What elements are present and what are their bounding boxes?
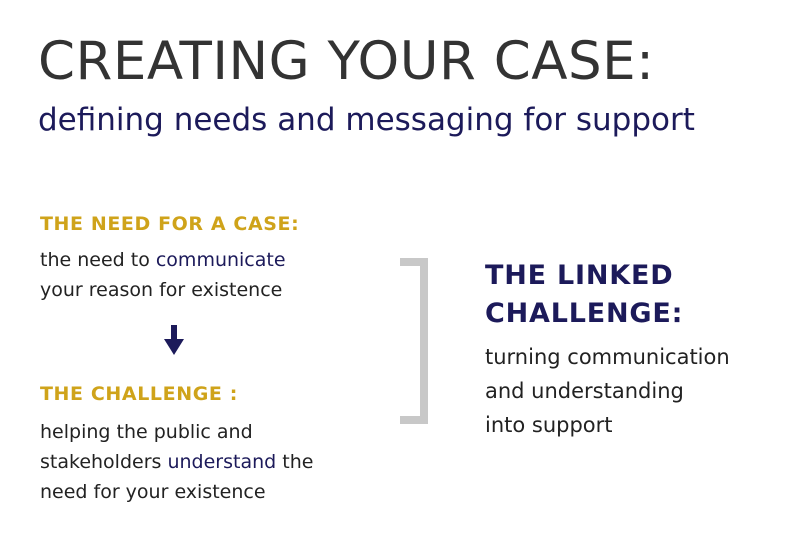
challenge-line-1: helping the public and bbox=[40, 421, 253, 443]
linked-heading-line-2: CHALLENGE: bbox=[485, 298, 684, 329]
need-line-1: the need to communicate bbox=[40, 245, 286, 275]
linked-heading-line-1: THE LINKED bbox=[485, 260, 674, 291]
linked-description: turning communication and understanding … bbox=[485, 340, 730, 442]
linked-heading: THE LINKED CHALLENGE: bbox=[485, 257, 683, 333]
linked-line-1: turning communication bbox=[485, 345, 730, 369]
page-subtitle: defining needs and messaging for support bbox=[38, 102, 695, 138]
need-line-2: your reason for existence bbox=[40, 279, 283, 301]
challenge-line-3: need for your existence bbox=[40, 481, 266, 503]
challenge-heading: THE CHALLENGE : bbox=[40, 383, 238, 405]
linked-line-3: into support bbox=[485, 413, 613, 437]
challenge-description: helping the public and stakeholders unde… bbox=[40, 417, 313, 507]
challenge-line-2-pre: stakeholders bbox=[40, 451, 168, 473]
need-line-1-text: the need to bbox=[40, 249, 156, 271]
challenge-highlight-understand: understand bbox=[167, 451, 277, 473]
need-heading: THE NEED FOR A CASE: bbox=[40, 213, 300, 235]
down-arrow-icon bbox=[164, 325, 184, 355]
challenge-line-2-post: the bbox=[276, 451, 314, 473]
need-description: the need to communicate your reason for … bbox=[40, 245, 286, 305]
need-highlight-communicate: communicate bbox=[155, 249, 286, 271]
challenge-line-2: stakeholders understand the bbox=[40, 447, 313, 477]
linked-line-2: and understanding bbox=[485, 379, 684, 403]
right-bracket bbox=[400, 258, 428, 424]
page-title: CREATING YOUR CASE: bbox=[38, 31, 655, 92]
